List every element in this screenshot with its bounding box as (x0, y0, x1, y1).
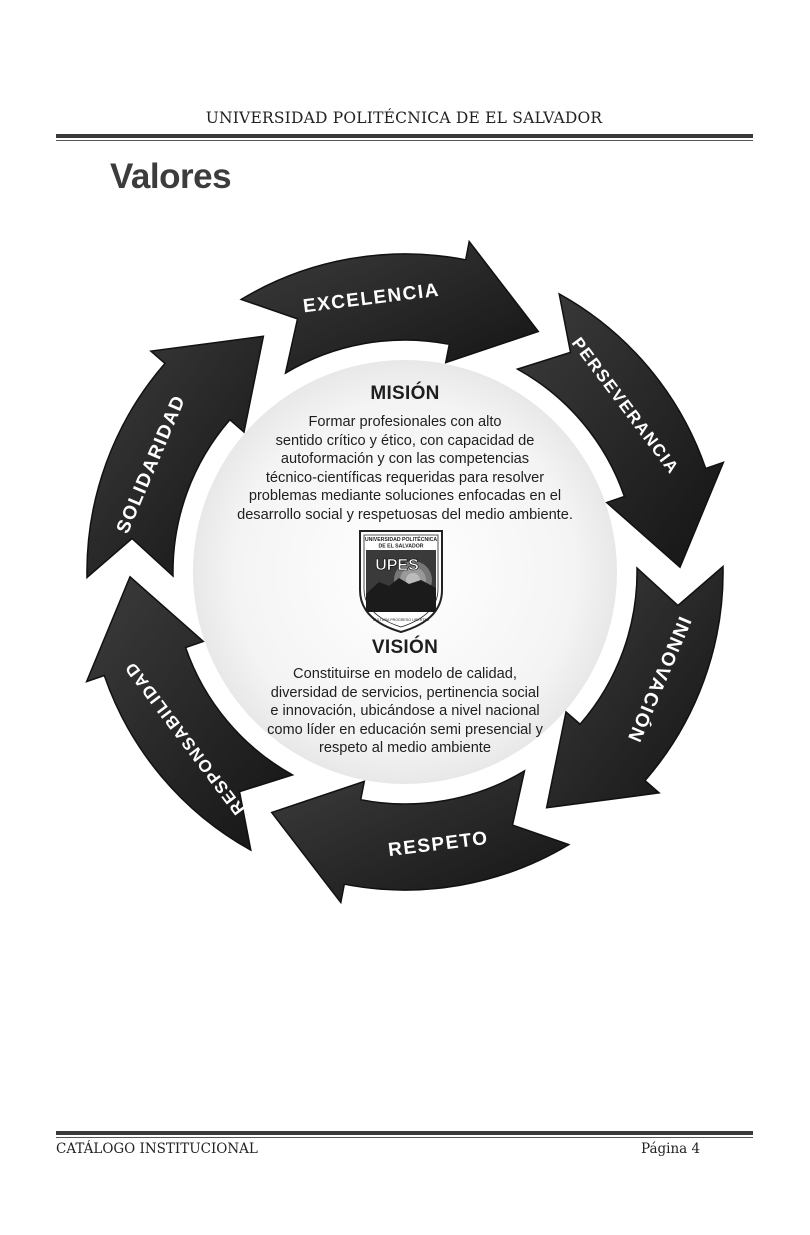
mision-line: autoformación y con las competencias (280, 451, 530, 468)
mision-line: desarrollo social y respetuosas del medi… (237, 506, 573, 523)
vision-heading: VISIÓN (371, 637, 439, 658)
logo-acronym: UPES (375, 557, 419, 574)
vision-line: diversidad de servicios, pertinencia soc… (270, 684, 540, 701)
logo-top-text-2: DE EL SALVADOR (379, 544, 424, 550)
upes-logo: UNIVERSIDAD POLITÉCNICA DE EL SALVADOR U… (359, 530, 443, 634)
arrow-respeto (270, 769, 571, 905)
footer-rule-thin (56, 1137, 753, 1138)
header-rule-thin (56, 140, 753, 141)
logo-motto: CULTURA PROGRESO LIBERTAD (373, 618, 430, 622)
arrow-perseverancia (515, 292, 725, 569)
vision-line: e innovación, ubicándose a nivel naciona… (270, 703, 540, 720)
footer-catalog-label: CATÁLOGO INSTITUCIONAL (56, 1141, 258, 1157)
logo-map-icon (366, 578, 436, 612)
section-title: Valores (110, 157, 232, 196)
arrow-excelencia (239, 239, 540, 375)
vision-text: Constituirse en modelo de calidad, diver… (230, 665, 580, 758)
mision-block: MISIÓN Formar profesionales con alto sen… (230, 383, 580, 525)
header-rule-thick (56, 134, 753, 138)
mision-line: problemas mediante soluciones enfocadas … (248, 488, 562, 505)
footer-rule-thick (56, 1131, 753, 1135)
running-header: UNIVERSIDAD POLITÉCNICA DE EL SALVADOR (205, 109, 603, 127)
arrow-innovacion (545, 564, 724, 809)
vision-line: respeto al medio ambiente (319, 740, 491, 757)
vision-block: VISIÓN Constituirse en modelo de calidad… (230, 637, 580, 758)
vision-line: Constituirse en modelo de calidad, (293, 666, 517, 682)
mision-line: sentido crítico y ético, con capacidad d… (275, 432, 535, 449)
page-number: Página 4 (641, 1141, 701, 1157)
mision-line: Formar profesionales con alto (308, 414, 502, 430)
mision-heading: MISIÓN (370, 383, 440, 404)
logo-top-text-1: UNIVERSIDAD POLITÉCNICA (365, 535, 438, 543)
mision-line: técnico-científicas requeridas para reso… (265, 469, 545, 486)
vision-line: como líder en educación semi presencial … (267, 721, 543, 738)
arrow-solidaridad (86, 335, 265, 580)
arrow-responsabilidad (85, 575, 295, 852)
mision-text: Formar profesionales con alto sentido cr… (230, 413, 580, 525)
